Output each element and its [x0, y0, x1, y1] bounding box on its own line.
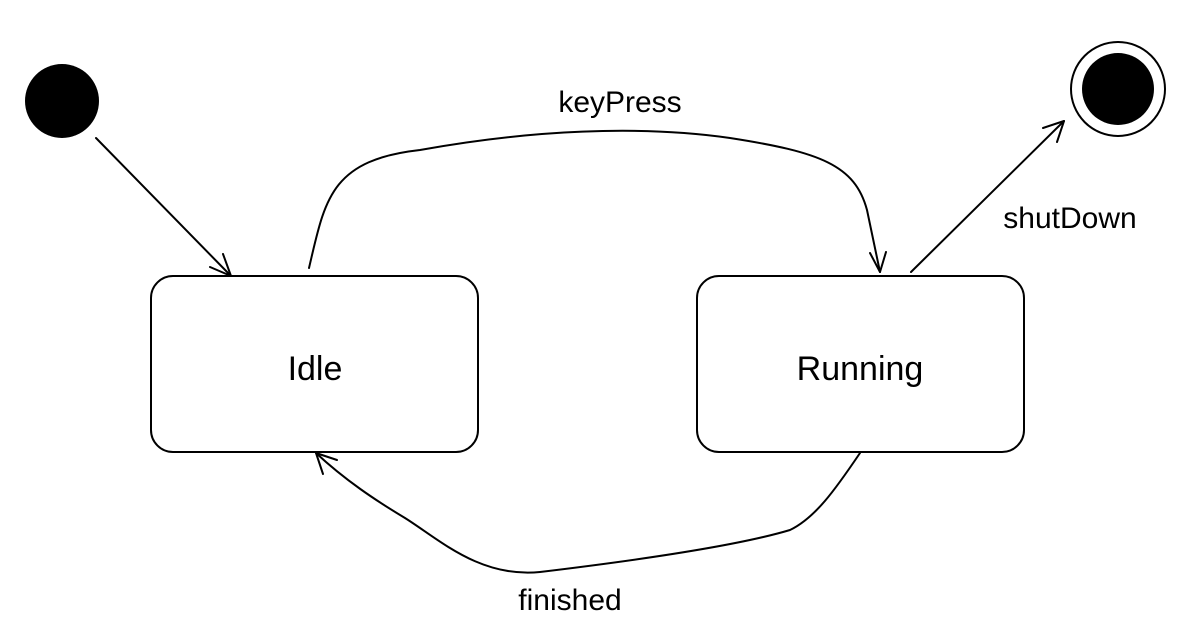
transition-running-to-final: shutDown	[910, 120, 1137, 273]
transition-idle-to-running: keyPress	[308, 86, 887, 273]
final-state-inner-dot	[1082, 53, 1154, 125]
transition-idle-to-running-line	[308, 129, 881, 273]
transition-running-to-final-line	[910, 120, 1065, 273]
state-idle-box	[150, 275, 479, 453]
state-running-box	[696, 275, 1025, 453]
transition-initial-to-idle-line	[95, 137, 232, 277]
transition-idle-to-running-arrowhead	[869, 251, 887, 273]
transition-idle-to-running-label: keyPress	[558, 86, 681, 119]
transition-running-to-idle-line	[315, 452, 861, 574]
transition-running-to-final-label: shutDown	[1003, 202, 1136, 235]
state-running: Running	[696, 275, 1025, 453]
final-state-node	[1070, 41, 1166, 137]
transition-running-to-idle: finished	[315, 452, 861, 617]
transition-running-to-final-arrowhead	[1042, 120, 1065, 143]
state-idle: Idle	[150, 275, 479, 453]
state-idle-label: Idle	[288, 350, 343, 388]
initial-state-node	[25, 64, 99, 138]
state-running-label: Running	[797, 350, 924, 388]
transition-running-to-idle-label: finished	[518, 584, 621, 617]
transition-initial-to-idle	[95, 137, 232, 277]
